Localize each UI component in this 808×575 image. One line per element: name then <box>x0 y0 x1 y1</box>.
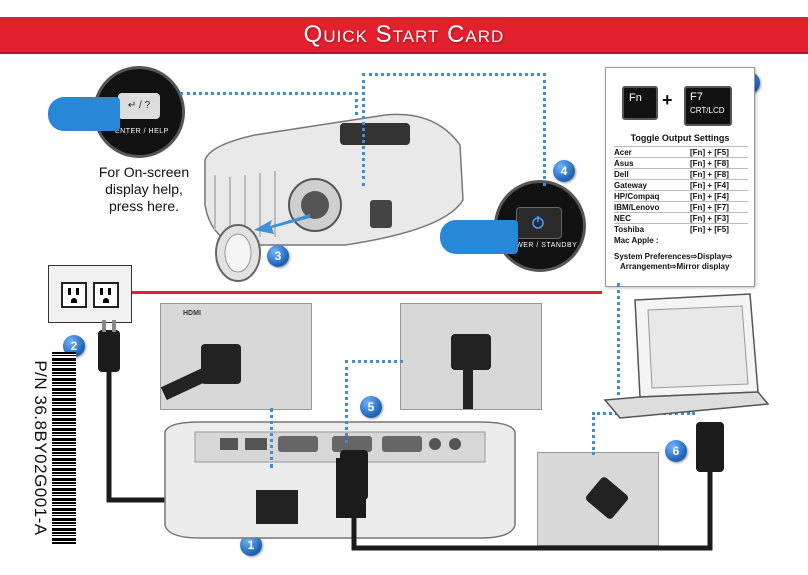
laptop-vga-photo <box>537 452 659 546</box>
power-connector-photo: HDMI <box>160 303 312 410</box>
leader-line-card <box>617 283 620 403</box>
step-badge-5: 5 <box>360 396 382 418</box>
mac-instruction-line1: System Preferences⇨Display⇨ <box>614 252 733 261</box>
leader-line-power-connector <box>270 408 273 468</box>
arrow-remove-cap-icon <box>254 214 310 234</box>
toggle-row: IBM/Lenovo [Fn] + [F7] <box>614 201 748 213</box>
toggle-keys: [Fn] + [F8] <box>690 170 729 179</box>
step-badge-4: 4 <box>553 160 575 182</box>
crt-lcd-label: CRT/LCD <box>690 106 725 115</box>
fn-key: Fn <box>622 86 658 120</box>
toggle-keys: [Fn] + [F3] <box>690 214 729 223</box>
step-badge-1: 1 <box>240 534 262 556</box>
toggle-brand: NEC <box>614 214 631 223</box>
vga-connector-photo <box>400 303 542 410</box>
help-instruction: For On-screen display help, press here. <box>98 164 190 214</box>
toggle-row: Dell [Fn] + [F8] <box>614 168 748 180</box>
leader-line-power <box>362 73 546 186</box>
vga-cable-illustration <box>340 422 724 551</box>
toggle-keys: [Fn] + [F4] <box>690 181 729 190</box>
title-banner: Quick Start Card <box>0 17 808 54</box>
enter-help-caption: ENTER / HELP <box>115 128 169 135</box>
toggle-keys: [Fn] + [F4] <box>690 192 729 201</box>
toggle-keys: [Fn] + [F5] <box>690 148 729 157</box>
toggle-brand: IBM/Lenovo <box>614 203 660 212</box>
toggle-brand: Acer <box>614 148 632 157</box>
step-badge-6: 6 <box>665 440 687 462</box>
toggle-brand: Asus <box>614 159 634 168</box>
barcode <box>52 352 76 544</box>
toggle-keys: [Fn] + [F7] <box>690 203 729 212</box>
toggle-row: Gateway [Fn] + [F4] <box>614 179 748 191</box>
power-icon <box>532 216 544 229</box>
page-title: Quick Start Card <box>303 21 505 48</box>
step-badge-3: 3 <box>267 245 289 267</box>
wall-outlet <box>48 265 132 323</box>
laptop-illustration <box>603 293 770 419</box>
step-badge-2: 2 <box>63 335 85 357</box>
outlet-socket-right <box>93 282 119 308</box>
enter-help-key[interactable]: ↵ / ? <box>118 93 160 119</box>
power-standby-caption: POWER / STANDBY <box>505 242 578 249</box>
toggle-keys: [Fn] + [F5] <box>690 225 729 234</box>
fn-key-label: Fn <box>629 92 642 104</box>
f7-key-label: F7 <box>690 91 703 103</box>
part-number: P/N 36.8BY02G001-A <box>31 360 50 536</box>
toggle-keys: [Fn] + [F8] <box>690 159 729 168</box>
leader-line-help <box>180 92 358 115</box>
toggle-row: NEC [Fn] + [F3] <box>614 212 748 224</box>
toggle-output-title: Toggle Output Settings <box>630 133 730 143</box>
projector-top-illustration <box>204 113 464 246</box>
toggle-row: Acer [Fn] + [F5] <box>614 146 748 158</box>
toggle-brand: Toshiba <box>614 225 645 234</box>
toggle-row: Toshiba [Fn] + [F5] <box>614 223 748 235</box>
power-key[interactable] <box>516 207 562 239</box>
toggle-row: HP/Compaq [Fn] + [F4] <box>614 190 748 202</box>
hdmi-port-label: HDMI <box>183 310 201 317</box>
pointing-hand-icon <box>48 97 120 131</box>
toggle-row: Asus [Fn] + [F8] <box>614 157 748 169</box>
mac-instruction-line2: Arrangement⇨Mirror display <box>620 262 730 271</box>
toggle-brand: Dell <box>614 170 629 179</box>
separator-line <box>130 291 602 294</box>
lens-cap-illustration <box>215 224 261 282</box>
toggle-brand: Gateway <box>614 181 647 190</box>
f7-key: F7 CRT/LCD <box>684 86 732 126</box>
pointing-hand-power-icon <box>440 220 518 254</box>
mac-label: Mac Apple : <box>614 236 659 245</box>
outlet-socket-left <box>61 282 87 308</box>
toggle-output-card: Fn + F7 CRT/LCD Toggle Output Settings A… <box>605 67 755 287</box>
toggle-brand: HP/Compaq <box>614 192 660 201</box>
plus-sign: + <box>662 90 673 110</box>
leader-line-vga <box>345 360 403 443</box>
